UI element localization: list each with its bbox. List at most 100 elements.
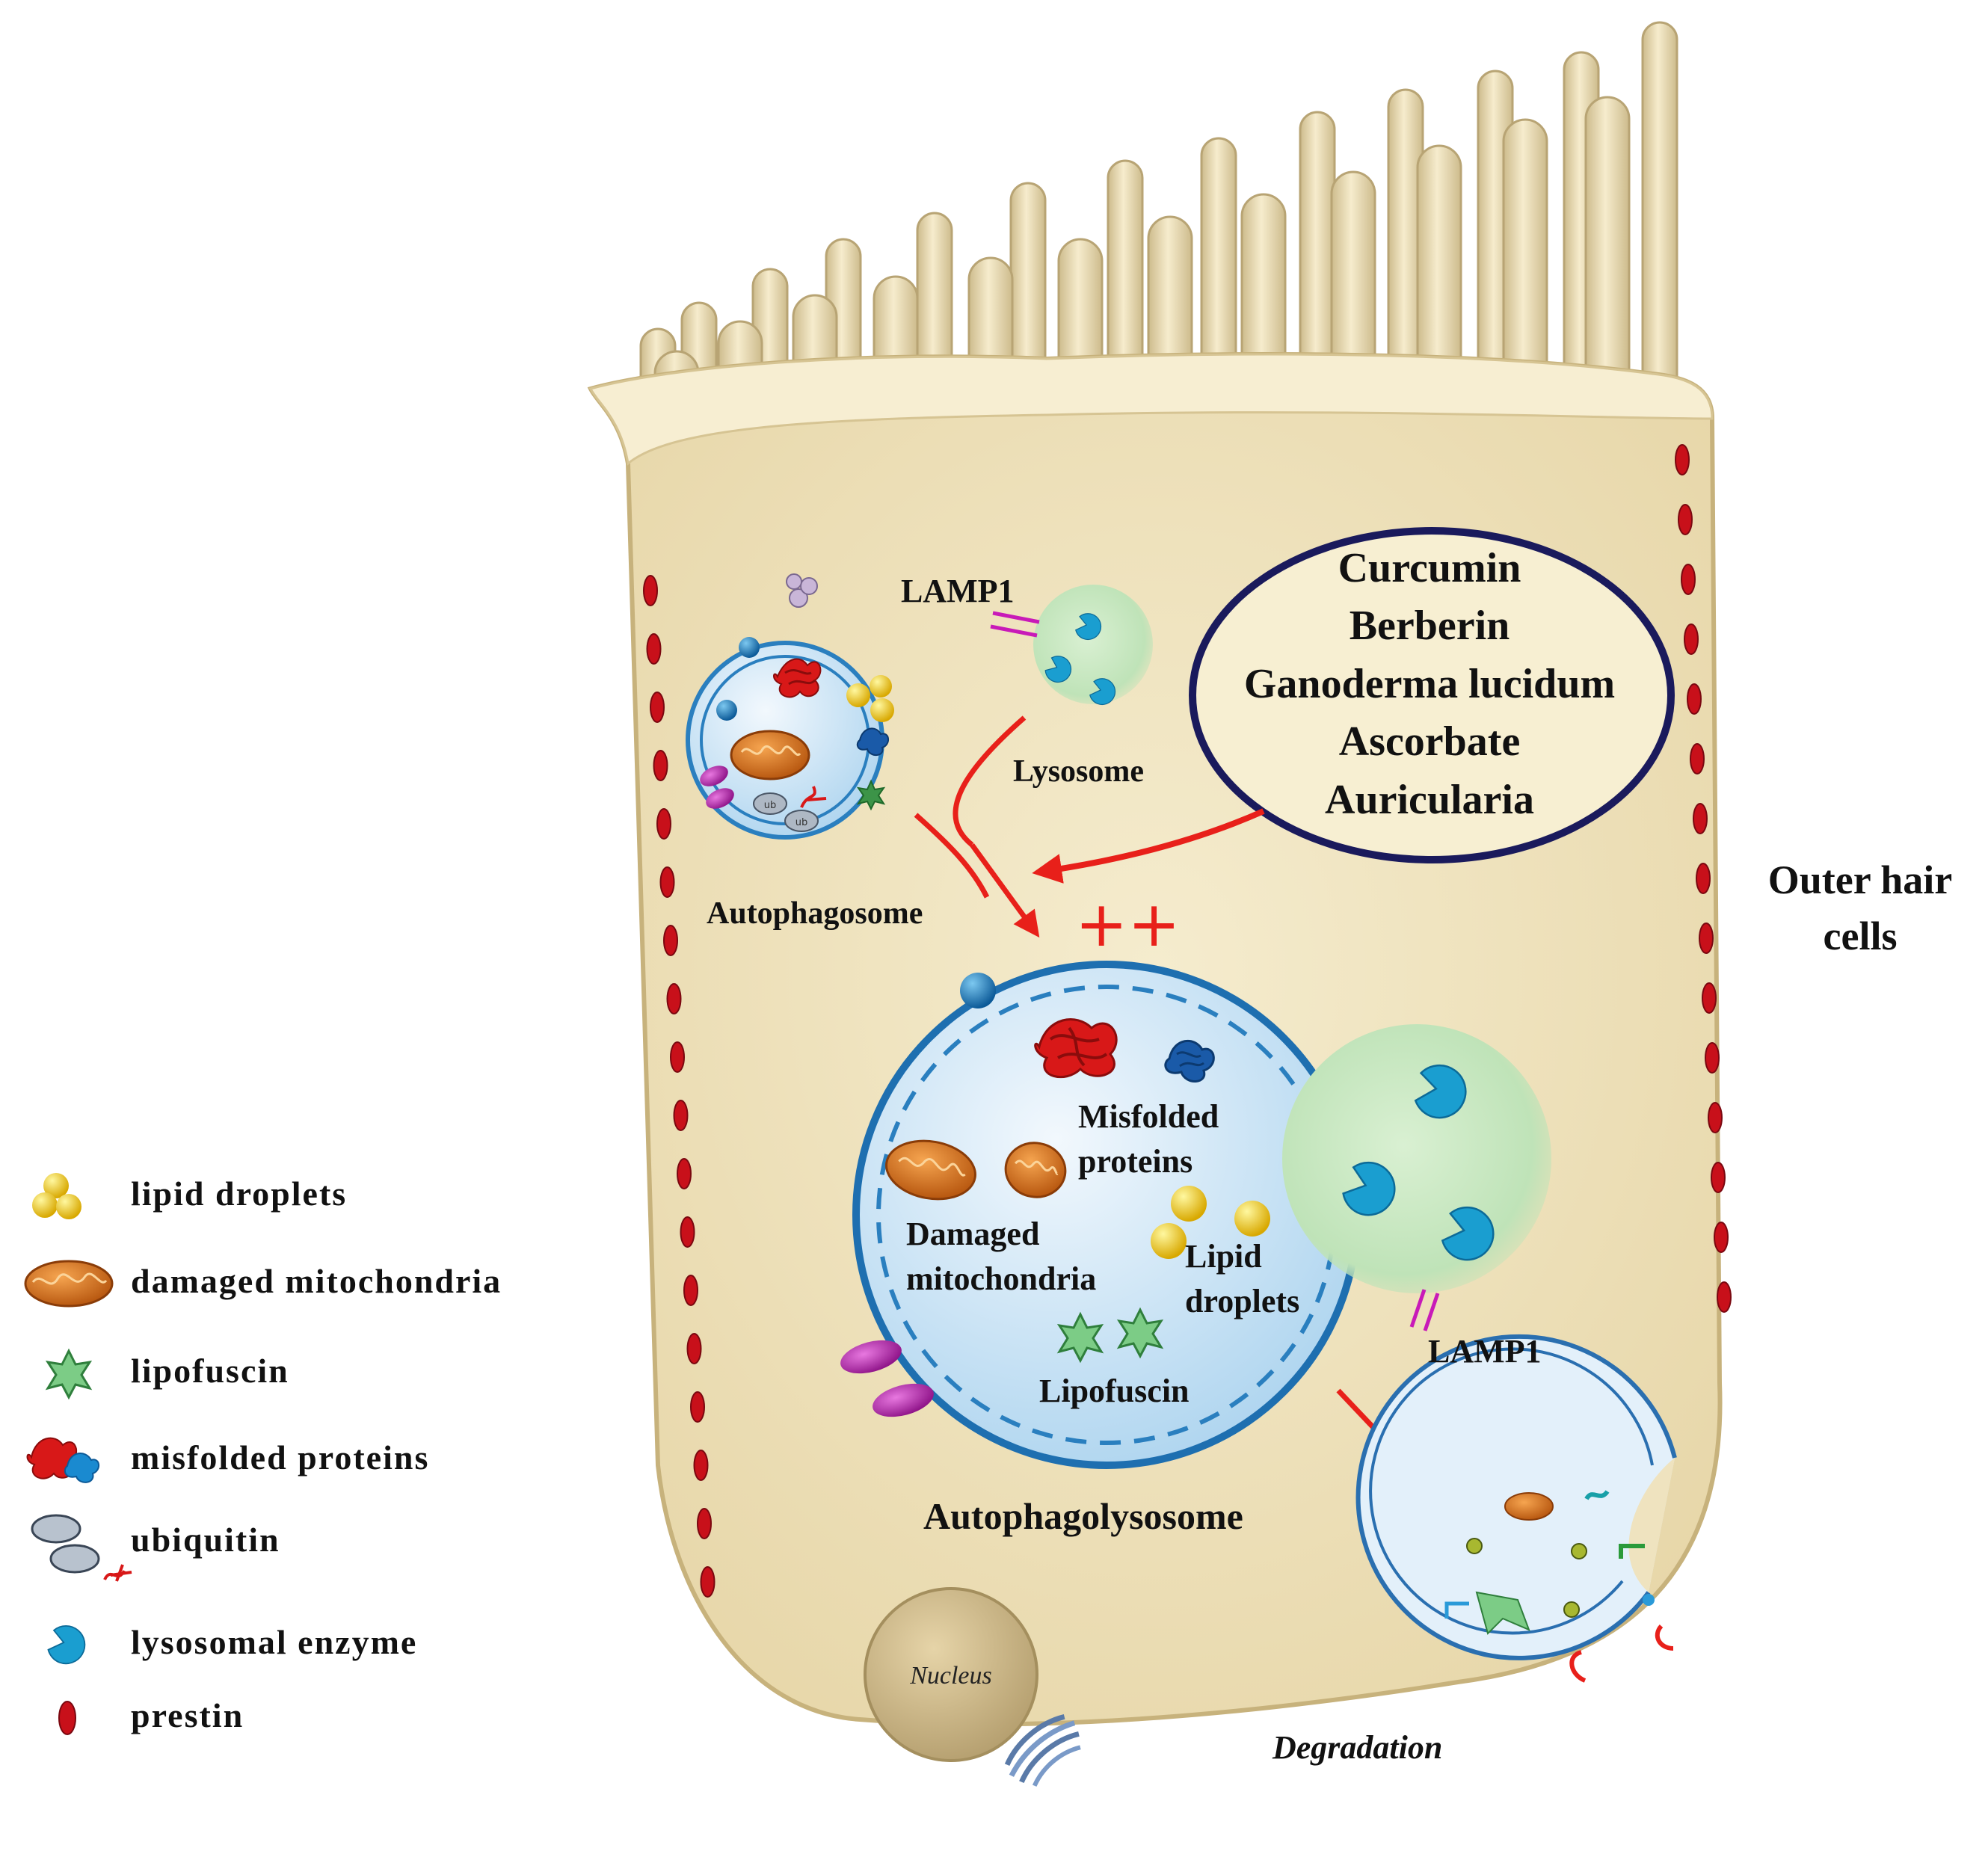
legend-item-lysosomal-enzyme: lysosomal enzyme	[22, 1615, 591, 1675]
legend-item-lipofuscin: lipofuscin	[22, 1343, 591, 1403]
damaged-label-line2: mitochondria	[906, 1260, 1096, 1297]
autophagosome: ub ub	[686, 573, 894, 840]
ub-label-2: ub	[795, 817, 808, 828]
damaged-mitochondria-icon	[24, 1260, 114, 1308]
prestin-marker	[1675, 444, 1690, 475]
outer-hair-cells-label-line2: cells	[1824, 914, 1898, 958]
lamp1-marker-bottom	[1409, 1289, 1440, 1331]
ubiquitin-icon	[31, 1514, 132, 1582]
autophagolysosome	[840, 961, 1361, 1469]
prestin-marker	[643, 575, 658, 606]
legend-item-prestin: prestin	[22, 1688, 591, 1748]
prestin-marker	[683, 1275, 698, 1306]
legend-label: misfolded proteins	[131, 1438, 430, 1476]
stereocilium	[1584, 96, 1631, 420]
misfolded-label-line1: Misfolded	[1078, 1098, 1219, 1135]
autophagosome-label: Autophagosome	[707, 896, 923, 931]
prestin-marker	[666, 983, 682, 1014]
prestin-marker	[1693, 803, 1708, 834]
prestin-marker	[670, 1041, 685, 1073]
lipid-droplets-icon	[32, 1173, 81, 1219]
stereocilium	[1641, 21, 1678, 420]
prestin-marker	[697, 1508, 712, 1539]
stereocilium	[1299, 111, 1336, 420]
lipofuscin-label: Lipofuscin	[1039, 1373, 1190, 1409]
misfolded-blue-icon	[856, 727, 889, 756]
prestin-marker	[700, 1566, 716, 1598]
drug-ellipse	[1189, 527, 1675, 863]
stereocilium	[1416, 144, 1462, 420]
misfolded-proteins-icon	[773, 658, 822, 698]
prestin-marker	[650, 692, 665, 723]
lysosome-small	[990, 585, 1153, 709]
misfolded-proteins-icon	[26, 1437, 99, 1483]
prestin-left	[643, 575, 716, 1598]
lysosome-large	[1282, 1024, 1551, 1331]
drug-item-ascorbate: Ascorbate	[1339, 718, 1521, 765]
prestin-marker	[656, 808, 671, 840]
nucleus-label: Nucleus	[909, 1662, 992, 1690]
arrow-lysosome-fusion	[953, 715, 1027, 847]
prestin-marker	[1705, 1042, 1720, 1074]
prestin-marker	[677, 1158, 692, 1189]
legend-item-ubiquitin: ubiquitin	[22, 1512, 591, 1582]
prestin-marker	[653, 750, 668, 781]
stereocilium	[1502, 118, 1548, 420]
lamp1-marker-top	[990, 611, 1040, 638]
lipid-label-line1: Lipid	[1185, 1238, 1262, 1275]
lysosomal-enzyme-icon	[47, 1625, 86, 1665]
prestin-marker	[646, 633, 662, 665]
autophagolysosome-mitochondria-small-icon	[1004, 1142, 1067, 1198]
autophagolysosome-magenta-icon-1	[840, 1340, 902, 1374]
autophagolysosome-receptor-icon	[960, 973, 996, 1008]
prestin-marker	[1699, 923, 1714, 954]
prestin-marker	[1708, 1102, 1723, 1133]
prestin-marker	[686, 1333, 702, 1364]
prestin-marker	[1717, 1281, 1732, 1313]
lamp1-label-top: LAMP1	[901, 573, 1015, 609]
lipofuscin-icon	[45, 1348, 93, 1400]
prestin-marker	[1690, 743, 1705, 775]
legend-item-misfolded-proteins: misfolded proteins	[22, 1430, 591, 1490]
lipid-label-line2: droplets	[1185, 1283, 1299, 1319]
arrow-drug-enhance	[1032, 808, 1265, 884]
prestin-marker	[680, 1216, 695, 1248]
legend-label: lipid droplets	[131, 1174, 348, 1213]
degraded-lipofuscin-icon	[1475, 1591, 1530, 1635]
lipofuscin-icon	[856, 779, 886, 811]
stereocilium	[1200, 137, 1237, 420]
legend-label: damaged mitochondria	[131, 1262, 502, 1300]
prestin-marker	[1678, 504, 1693, 535]
golgi-icon	[1004, 1713, 1081, 1787]
autophagolysosome-lipofuscin-icon-1	[1056, 1311, 1104, 1364]
prestin-marker	[693, 1450, 709, 1481]
prestin-marker	[1696, 863, 1711, 894]
autophagolysosome-misfolded-blue-icon	[1164, 1039, 1215, 1083]
arrow-to-autophagolysosome	[970, 843, 1040, 938]
legend-item-damaged-mitochondria: damaged mitochondria	[22, 1254, 591, 1314]
misfolded-label-line2: proteins	[1078, 1143, 1193, 1180]
nucleus: Nucleus	[864, 1587, 1038, 1762]
legend-label: ubiquitin	[131, 1521, 280, 1559]
legend-item-lipid-droplets: lipid droplets	[22, 1166, 591, 1226]
autophagolysosome-lipofuscin-icon-2	[1116, 1307, 1164, 1359]
lamp1-label-bottom: LAMP1	[1428, 1333, 1542, 1370]
damaged-label-line1: Damaged	[906, 1216, 1039, 1252]
legend-label: lysosomal enzyme	[131, 1623, 418, 1661]
prestin-marker	[1687, 683, 1702, 715]
prestin-marker	[1711, 1162, 1726, 1193]
drug-item-ganoderma: Ganoderma lucidum	[1244, 661, 1615, 707]
legend-label: lipofuscin	[131, 1352, 289, 1390]
lipid-droplets-icon	[846, 675, 894, 722]
drug-list: Curcumin Berberin Ganoderma lucidum Asco…	[1244, 545, 1615, 823]
legend-label: prestin	[131, 1696, 244, 1734]
drug-item-berberin: Berberin	[1350, 603, 1510, 649]
autophagolysosome-label: Autophagolysosome	[923, 1495, 1243, 1537]
prestin-marker	[1684, 623, 1699, 655]
drug-item-auricularia: Auricularia	[1325, 777, 1534, 823]
autophagolysosome-magenta-icon-2	[873, 1383, 934, 1417]
degradation-label: Degradation	[1272, 1729, 1442, 1766]
ubiquitin-cluster-icon	[789, 588, 808, 608]
prestin-marker	[659, 866, 675, 898]
